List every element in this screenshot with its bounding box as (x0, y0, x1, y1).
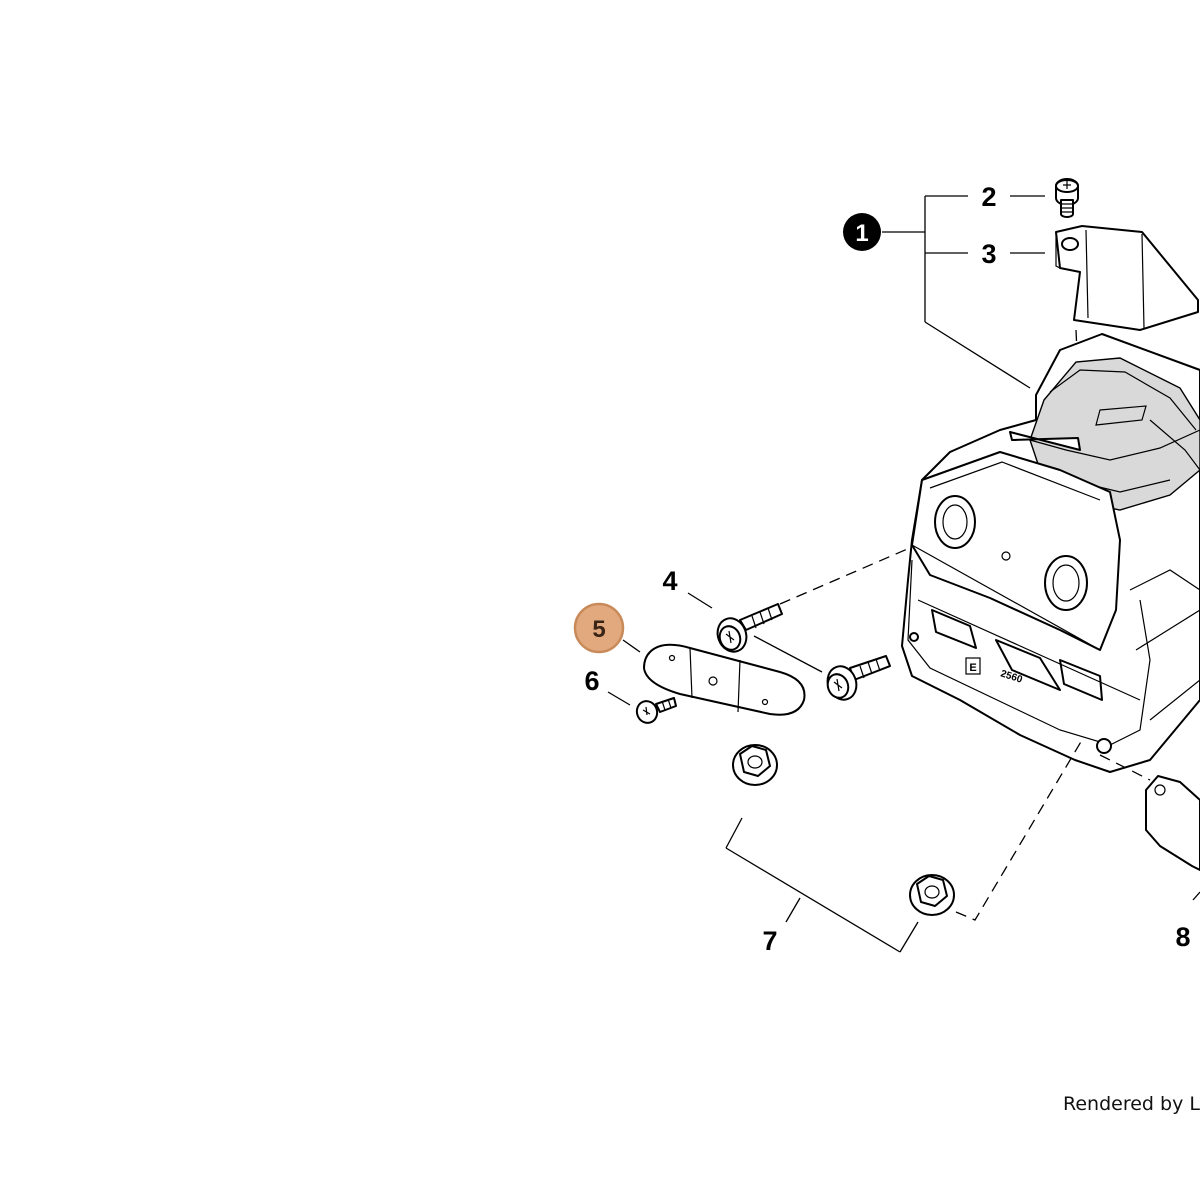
group-bracket-7 (725, 817, 919, 953)
callout-8[interactable]: 8 (1175, 922, 1190, 952)
callout-1-label: 1 (855, 220, 868, 247)
part-6-screw[interactable] (634, 697, 677, 726)
callout-2[interactable]: 2 (981, 182, 996, 212)
part-8-bracket[interactable] (1145, 775, 1200, 871)
part-5-gasket[interactable] (643, 643, 806, 716)
callout-1[interactable]: 1 (843, 213, 881, 251)
housing-port-left (934, 495, 976, 549)
part-7-nut-lower[interactable] (909, 874, 955, 916)
callout-3[interactable]: 3 (981, 239, 996, 269)
callout-5-label: 5 (592, 616, 605, 643)
part-4-screw-upper[interactable] (713, 603, 783, 656)
callout-6[interactable]: 6 (584, 666, 599, 696)
muffler-housing[interactable] (901, 333, 1200, 773)
part-3-shield-plate[interactable] (1055, 225, 1199, 331)
part-2-screw[interactable] (1055, 178, 1079, 218)
marking-letter: E (969, 662, 976, 674)
part-4-screw-lower[interactable] (823, 655, 891, 704)
callout-5-highlighted[interactable]: 5 (573, 602, 625, 654)
housing-part-marking: E 2560 (965, 657, 1024, 686)
group-bracket-1 (882, 195, 1045, 389)
callout-4[interactable]: 4 (662, 566, 677, 596)
part-7-nut-upper[interactable] (732, 744, 778, 786)
render-credit: Rendered by Lea (1063, 1093, 1200, 1115)
housing-port-right (1044, 555, 1088, 611)
callout-7[interactable]: 7 (762, 926, 777, 956)
